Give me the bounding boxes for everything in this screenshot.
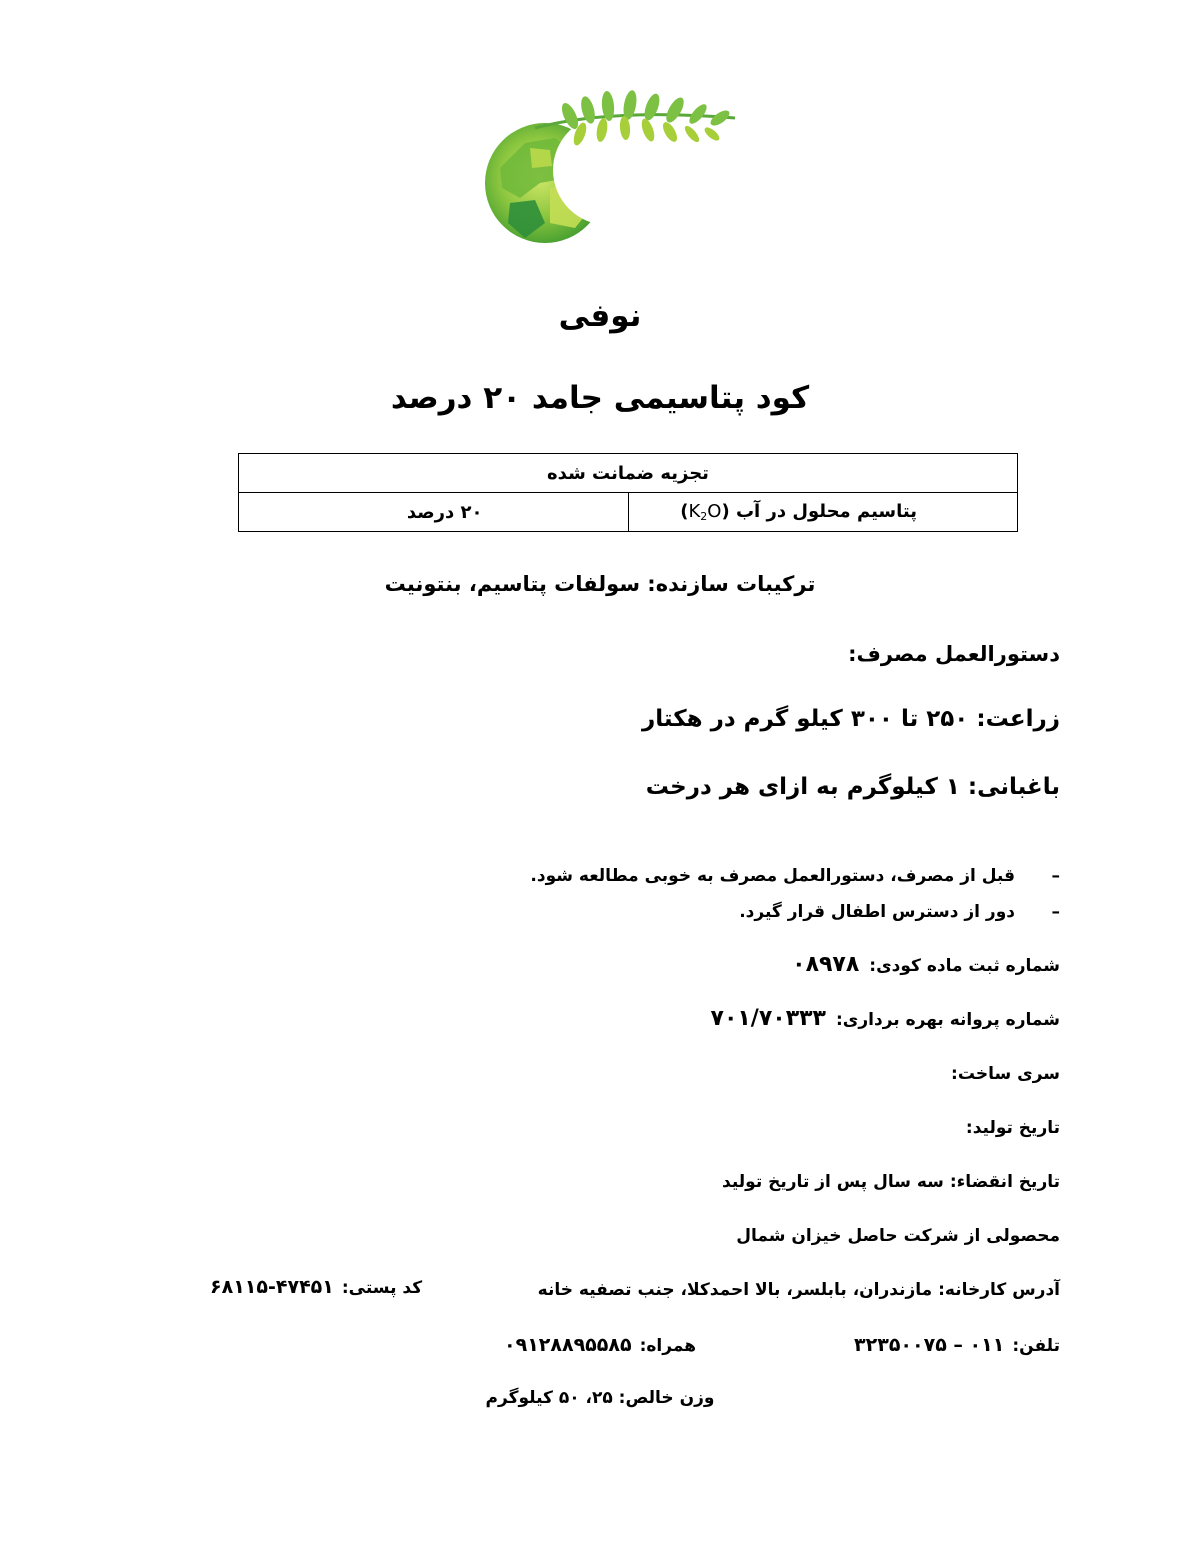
warning-item: دور از دسترس اطفال قرار گیرد. bbox=[739, 902, 1015, 922]
nutrient-label: پتاسیم محلول در آب bbox=[735, 501, 917, 522]
license-number: شماره پروانه بهره برداری: ۷۰۱/۷۰۳۳۳ bbox=[711, 1006, 1060, 1031]
nutrient-label-cell: پتاسیم محلول در آب (K2O) bbox=[627, 492, 1018, 532]
phone-label: تلفن: bbox=[1012, 1336, 1060, 1356]
globe-leaf-icon bbox=[485, 90, 736, 243]
nutrient-value: ۲۰ درصد bbox=[238, 492, 629, 532]
production-date-label: تاریخ تولید: bbox=[965, 1118, 1060, 1138]
usage-garden: باغبانی: ۱ کیلوگرم به ازای هر درخت bbox=[645, 774, 1060, 800]
registration-value: ۰۸۹۷۸ bbox=[792, 952, 860, 977]
phone-number: تلفن: ۰۱۱ – ۳۲۳۵۰۰۷۵ bbox=[854, 1334, 1060, 1356]
table-header: تجزیه ضمانت شده bbox=[238, 453, 1018, 493]
ingredients-text: ترکیبات سازنده: سولفات پتاسیم، بنتونیت bbox=[384, 572, 816, 596]
guaranteed-analysis-table: تجزیه ضمانت شده پتاسیم محلول در آب (K2O)… bbox=[238, 453, 1018, 532]
license-label: شماره پروانه بهره برداری: bbox=[835, 1010, 1060, 1030]
formula-element: K bbox=[688, 501, 701, 522]
warning-bullet: – bbox=[1051, 902, 1061, 922]
company-text: محصولی از شرکت حاصل خیزان شمال bbox=[736, 1226, 1060, 1246]
registration-number: شماره ثبت ماده کودی: ۰۸۹۷۸ bbox=[792, 952, 1060, 977]
net-weight: وزن خالص: ۲۵، ۵۰ کیلوگرم bbox=[485, 1388, 715, 1408]
brand-name: نوفی bbox=[558, 298, 642, 334]
batch-series-label: سری ساخت: bbox=[951, 1064, 1060, 1084]
table-header-row: تجزیه ضمانت شده bbox=[238, 453, 1018, 493]
postal-value: ۴۷۴۵۱-۶۸۱۱۵ bbox=[210, 1276, 334, 1298]
phone-value: ۰۱۱ – ۳۲۳۵۰۰۷۵ bbox=[854, 1334, 1005, 1356]
mobile-value: ۰۹۱۲۸۸۹۵۵۸۵ bbox=[504, 1334, 632, 1356]
expiry-text: تاریخ انقضاء: سه سال پس از تاریخ تولید bbox=[722, 1172, 1060, 1192]
warning-bullet: – bbox=[1051, 866, 1061, 886]
factory-address: آدرس کارخانه: مازندران، بابلسر، بالا احم… bbox=[537, 1280, 1060, 1300]
registration-label: شماره ثبت ماده کودی: bbox=[869, 956, 1060, 976]
brand-logo bbox=[480, 88, 745, 250]
postal-label: کد پستی: bbox=[341, 1278, 423, 1298]
formula-subscript: 2 bbox=[700, 510, 708, 523]
product-title: کود پتاسیمی جامد ۲۰ درصد bbox=[390, 380, 810, 416]
usage-farming: زراعت: ۲۵۰ تا ۳۰۰ کیلو گرم در هکتار bbox=[642, 706, 1060, 732]
warning-item: قبل از مصرف، دستورالعمل مصرف به خوبی مطا… bbox=[530, 866, 1015, 886]
usage-title: دستورالعمل مصرف: bbox=[848, 642, 1060, 666]
table-row: پتاسیم محلول در آب (K2O) ۲۰ درصد bbox=[238, 492, 1018, 532]
license-value: ۷۰۱/۷۰۳۳۳ bbox=[710, 1006, 826, 1031]
nutrient-formula: K2O bbox=[688, 501, 722, 523]
mobile-number: همراه: ۰۹۱۲۸۸۹۵۵۸۵ bbox=[504, 1334, 696, 1356]
postal-code: کد پستی: ۴۷۴۵۱-۶۸۱۱۵ bbox=[210, 1276, 422, 1298]
mobile-label: همراه: bbox=[639, 1336, 696, 1356]
formula-oxygen: O bbox=[707, 501, 722, 522]
